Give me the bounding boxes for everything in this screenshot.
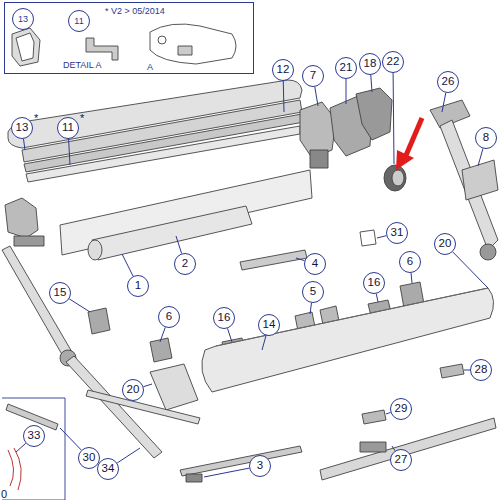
leader-line [478, 149, 483, 166]
callout-number: 29 [390, 398, 412, 420]
callout-text: 30 [83, 452, 96, 464]
leader-line [371, 75, 372, 92]
callout-number: 21 [335, 57, 357, 79]
callout-text: 28 [475, 364, 488, 376]
callout-text: 26 [442, 76, 455, 88]
leader-line [442, 93, 446, 112]
leader-line [227, 328, 232, 342]
callout-text: 18 [364, 58, 377, 70]
callout-text: 33 [28, 430, 41, 442]
callout-text: 13 [16, 122, 29, 134]
asterisk-mark: * [80, 113, 84, 124]
leader-line [16, 443, 26, 452]
callout-text: 27 [395, 454, 408, 466]
version-note: * V2 > 05/2014 [105, 7, 165, 16]
leader-line [310, 303, 312, 314]
detail-inset: * V2 > 05/2014DETAIL A A 13 11 [4, 2, 254, 74]
callout-text: 15 [54, 287, 67, 299]
callout-number: 11 [68, 10, 90, 32]
callout-number: 13 [11, 117, 33, 139]
page-number: 0 [1, 489, 7, 500]
callout-number: 14 [258, 314, 280, 336]
callout-number: 1 [127, 275, 149, 297]
callout-number: 26 [437, 71, 459, 93]
callout-number: 3 [249, 455, 271, 477]
callout-number: 6 [158, 306, 180, 328]
callout-text: 6 [166, 311, 172, 323]
leader-line [393, 73, 395, 164]
callout-number: 6 [399, 251, 421, 273]
callout-text: 4 [312, 258, 318, 270]
callout-number: 20 [122, 379, 144, 401]
callout-number: 15 [49, 282, 71, 304]
callout-number: 11 [57, 117, 79, 139]
callout-number: 16 [363, 272, 385, 294]
leader-line [69, 139, 70, 165]
callout-text: 6 [407, 256, 413, 268]
callout-text: 11 [62, 122, 74, 134]
leader-line [69, 299, 90, 312]
callout-text: 2 [182, 258, 188, 270]
leader-line [160, 327, 165, 342]
callout-text: 7 [310, 70, 316, 82]
callout-text: 14 [263, 319, 276, 331]
callout-number: 5 [302, 281, 324, 303]
leader-line [204, 468, 249, 477]
callout-number: 12 [272, 59, 294, 81]
leader-line [283, 81, 285, 112]
callout-text: 8 [483, 132, 489, 144]
callout-text: 3 [257, 460, 263, 472]
leader-line [143, 384, 152, 387]
callout-text: 13 [18, 15, 28, 24]
callout-text: 11 [74, 17, 83, 26]
callout-number: 28 [470, 359, 492, 381]
leader-line [122, 254, 133, 276]
leader-line [346, 79, 347, 104]
leader-line [296, 258, 305, 261]
leader-line [377, 236, 386, 238]
callout-number: 8 [475, 127, 497, 149]
callout-number: 13 [12, 8, 34, 30]
callout-text: 22 [387, 56, 400, 68]
leader-line [376, 294, 378, 302]
detail-label: A [147, 63, 153, 72]
callout-number: 7 [302, 65, 324, 87]
leader-line [176, 236, 182, 254]
callout-number: 22 [382, 51, 404, 73]
leader-line [23, 139, 25, 150]
callout-text: 16 [368, 277, 381, 289]
callout-number: 16 [213, 307, 235, 329]
callout-number: 18 [359, 53, 381, 75]
callout-number: 31 [386, 222, 408, 244]
callout-number: 4 [304, 253, 326, 275]
callout-text: 34 [102, 463, 115, 475]
callout-number: 33 [23, 425, 45, 447]
callout-text: 16 [218, 312, 231, 324]
callout-number: 27 [390, 449, 412, 471]
callout-text: 20 [127, 384, 140, 396]
callout-text: 21 [340, 62, 353, 74]
callout-text: 5 [310, 286, 316, 298]
asterisk-mark: * [34, 113, 38, 124]
callout-text: 12 [277, 64, 290, 76]
leader-line [453, 252, 488, 288]
detail-label: DETAIL A [63, 61, 102, 70]
leader-line [60, 428, 81, 450]
callout-text: 1 [135, 280, 141, 292]
leader-line [262, 336, 266, 350]
callout-number: 34 [97, 458, 119, 480]
leader-line [411, 273, 413, 283]
callout-text: 31 [391, 227, 404, 239]
callout-text: 20 [439, 238, 452, 250]
leader-line [315, 87, 318, 106]
callout-number: 20 [434, 233, 456, 255]
callout-number: 2 [174, 253, 196, 275]
leader-line [117, 448, 140, 463]
callout-text: 29 [395, 403, 408, 415]
